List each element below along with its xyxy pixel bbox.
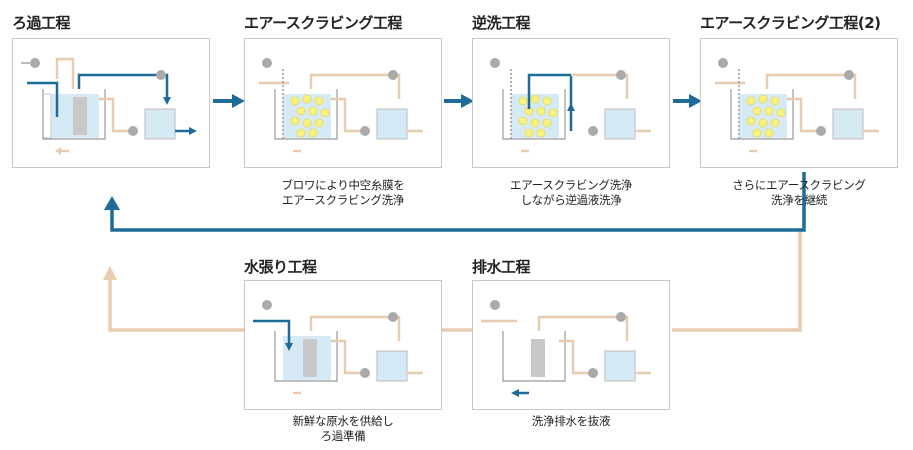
desc-line: ろ過準備 <box>320 429 366 443</box>
membrane-module <box>73 97 87 135</box>
return-flow-line <box>108 275 245 332</box>
desc-line: エアースクラビング洗浄 <box>510 178 632 192</box>
step-desc-water-fill: 新鮮な原水を供給し ろ過準備 <box>244 414 442 444</box>
desc-line: エアースクラビング洗浄 <box>282 193 404 207</box>
panel-air-scrubbing-2 <box>700 38 898 168</box>
step-desc-drainage: 洗浄排水を抜液 <box>472 414 670 429</box>
step-desc-air-scrubbing: ブロワにより中空糸膜を エアースクラビング洗浄 <box>244 178 442 208</box>
air-scrubbing-schematic <box>259 58 423 153</box>
step-title-water-fill: 水張り工程 <box>244 258 317 276</box>
step-arrow-2 <box>444 94 474 108</box>
backwash-schematic <box>490 58 651 153</box>
step-title-filtration: ろ過工程 <box>12 14 71 32</box>
step-title-backwash: 逆洗工程 <box>472 14 531 32</box>
panel-backwash <box>472 38 670 168</box>
return-flow-arrowhead <box>103 266 117 280</box>
step-title-drainage: 排水工程 <box>472 258 531 276</box>
panel-drainage <box>472 280 670 410</box>
desc-line: さらにエアースクラビング <box>732 178 866 192</box>
desc-line: 洗浄排水を抜液 <box>531 414 611 428</box>
water-fill-schematic <box>253 300 423 395</box>
panel-air-scrubbing <box>244 38 442 168</box>
step-arrow-3 <box>673 94 702 108</box>
air-bubbles <box>290 94 330 138</box>
panel-water-fill <box>244 280 442 410</box>
step-desc-air-scrubbing-2: さらにエアースクラビング 洗浄を継続 <box>700 178 898 208</box>
desc-line: 洗浄を継続 <box>771 193 827 207</box>
air-scrubbing-2-schematic <box>715 58 879 153</box>
desc-line: ブロワにより中空糸膜を <box>281 178 405 192</box>
air-bubbles <box>518 94 558 138</box>
step-desc-backwash: エアースクラビング洗浄 しながら逆過液洗浄 <box>472 178 670 208</box>
air-bubbles <box>746 94 786 138</box>
panel-filtration <box>12 38 210 168</box>
drainage-schematic <box>481 300 651 397</box>
loop-back-arrowhead <box>104 196 120 210</box>
filtration-schematic <box>21 57 197 155</box>
step-title-air-scrubbing: エアースクラビング工程 <box>244 14 402 32</box>
step-title-air-scrubbing-2: エアースクラビング工程(2) <box>700 14 881 32</box>
desc-line: 新鮮な原水を供給し <box>292 414 394 428</box>
desc-line: しながら逆過液洗浄 <box>520 193 622 207</box>
loop-back-line <box>110 172 806 232</box>
drain-from-scrub2-line <box>672 228 802 332</box>
step-arrow-1 <box>213 94 245 108</box>
